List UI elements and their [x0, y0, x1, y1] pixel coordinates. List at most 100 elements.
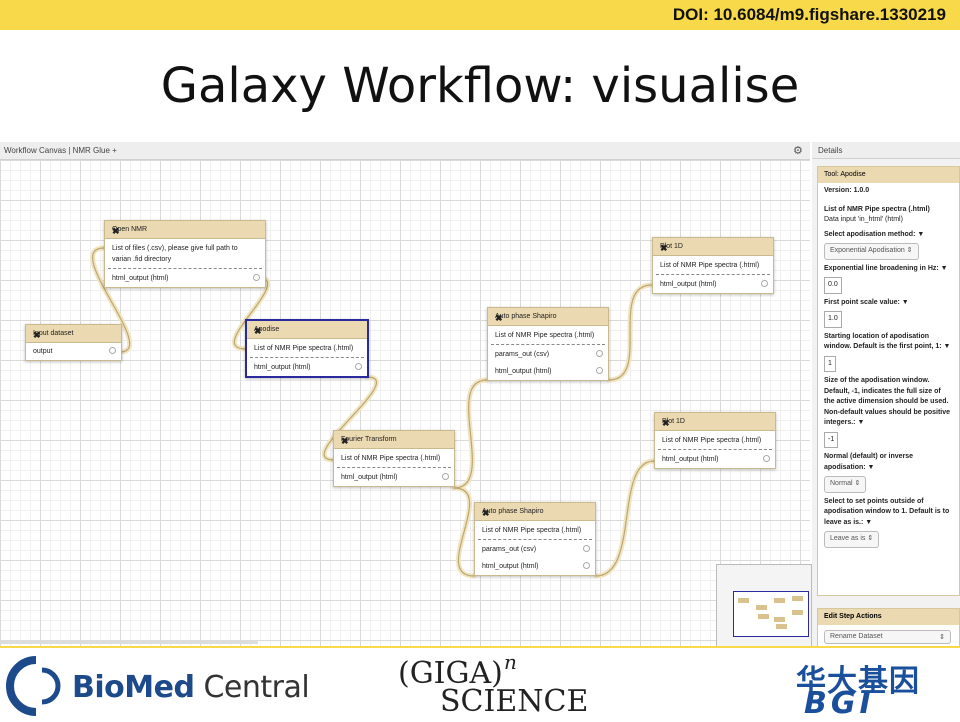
- outside-select[interactable]: Leave as is ⇕: [824, 531, 880, 548]
- rename-select[interactable]: Rename Dataset⇕: [824, 630, 951, 644]
- node-plot-1d-1[interactable]: Plot 1D✖ List of NMR Pipe spectra (.html…: [652, 237, 774, 294]
- close-icon[interactable]: ✖: [254, 326, 262, 336]
- close-icon[interactable]: ✖: [660, 243, 668, 253]
- doi-text: DOI: 10.6084/m9.figshare.1330219: [672, 5, 946, 24]
- overview-node: [738, 598, 749, 603]
- output-port-icon[interactable]: [761, 280, 768, 287]
- output-port-icon[interactable]: [763, 455, 770, 462]
- output-port-icon[interactable]: [596, 367, 603, 374]
- output-port-icon[interactable]: [442, 473, 449, 480]
- canvas-title[interactable]: Workflow Canvas | NMR Glue +: [4, 146, 117, 155]
- first-point-input[interactable]: 1.0: [824, 311, 842, 328]
- node-input-label: List of NMR Pipe spectra (.html): [482, 527, 582, 534]
- node-output[interactable]: html_output (html): [655, 451, 775, 468]
- details-header: Details: [812, 142, 960, 159]
- normal-select[interactable]: Normal ⇕: [824, 476, 867, 493]
- overview-node: [774, 598, 785, 603]
- node-input-label: List of NMR Pipe spectra (.html): [341, 455, 441, 462]
- input-desc: Data input 'in_html' (html): [824, 216, 903, 223]
- node-input-label: List of files (.csv), please give full p…: [112, 245, 238, 263]
- bgi-logo: 华大基因 BGI: [790, 656, 950, 721]
- overview-node: [774, 617, 785, 622]
- output-label: output: [33, 348, 53, 355]
- node-output[interactable]: params_out (csv): [475, 541, 595, 558]
- node-input-label: List of NMR Pipe spectra (.html): [254, 345, 354, 352]
- giga-top-text: (GIGA): [398, 656, 503, 691]
- node-output[interactable]: output: [26, 343, 121, 360]
- output-label: html_output (html): [495, 368, 552, 375]
- canvas-scrollbar[interactable]: [0, 640, 258, 644]
- close-icon[interactable]: ✖: [482, 508, 490, 518]
- overview-viewport[interactable]: [733, 591, 809, 637]
- node-title: Fourier Transform: [341, 436, 397, 443]
- close-icon[interactable]: ✖: [341, 436, 349, 446]
- start-label: Starting location of apodisation window.…: [824, 332, 951, 351]
- node-apodise[interactable]: Apodise✖ List of NMR Pipe spectra (.html…: [245, 319, 369, 378]
- size-input[interactable]: -1: [824, 431, 839, 448]
- node-output[interactable]: html_output (html): [488, 363, 608, 380]
- close-icon[interactable]: ✖: [495, 313, 503, 323]
- output-port-icon[interactable]: [253, 274, 260, 281]
- node-auto-phase-2[interactable]: Auto phase Shapiro✖ List of NMR Pipe spe…: [474, 502, 596, 576]
- output-label: html_output (html): [662, 456, 719, 463]
- node-open-nmr[interactable]: Open NMR✖ List of files (.csv), please g…: [104, 220, 266, 288]
- overview-node: [756, 605, 767, 610]
- node-title: Plot 1D: [662, 418, 685, 425]
- method-value: Exponential Apodisation: [830, 247, 905, 254]
- node-output[interactable]: html_output (html): [105, 270, 265, 287]
- tool-version: Version: 1.0.0: [824, 187, 870, 194]
- node-output[interactable]: html_output (html): [475, 558, 595, 575]
- output-port-icon[interactable]: [583, 562, 590, 569]
- divider: [658, 449, 772, 450]
- gigascience-logo: (GIGA) n SCIENCE: [398, 650, 598, 720]
- workflow-canvas-panel: Workflow Canvas | NMR Glue + ⚙ Open NMR✖…: [0, 142, 810, 646]
- tool-form: Tool: Apodise Version: 1.0.0 List of NMR…: [817, 166, 960, 596]
- details-panel: Details Tool: Apodise Version: 1.0.0 Lis…: [812, 142, 960, 646]
- canvas-overview[interactable]: [716, 564, 812, 648]
- rename-value: Rename Dataset: [830, 633, 883, 640]
- node-title: Open NMR: [112, 226, 148, 233]
- overview-node: [758, 614, 769, 619]
- gear-icon[interactable]: ⚙: [793, 145, 803, 157]
- first-point-label: First point scale value: ▼: [824, 298, 909, 306]
- outside-label: Select to set points outside of apodisat…: [824, 497, 950, 526]
- close-icon[interactable]: ✖: [112, 226, 120, 236]
- input-label: List of NMR Pipe spectra (.html): [824, 205, 930, 213]
- output-label: html_output (html): [341, 474, 398, 481]
- node-plot-1d-2[interactable]: Plot 1D✖ List of NMR Pipe spectra (.html…: [654, 412, 776, 469]
- output-port-icon[interactable]: [596, 350, 603, 357]
- node-input-dataset[interactable]: Input dataset✖ output: [25, 324, 122, 361]
- workflow-grid[interactable]: [0, 160, 810, 646]
- node-input-label: List of NMR Pipe spectra (.html): [495, 332, 595, 339]
- node-output[interactable]: html_output (html): [653, 276, 773, 293]
- divider: [478, 539, 592, 540]
- start-input[interactable]: 1: [824, 355, 836, 372]
- node-output[interactable]: html_output (html): [247, 359, 367, 376]
- output-port-icon[interactable]: [583, 545, 590, 552]
- close-icon[interactable]: ✖: [33, 330, 41, 340]
- node-title: Apodise: [254, 326, 280, 333]
- node-title: Input dataset: [33, 330, 74, 337]
- node-output[interactable]: params_out (csv): [488, 346, 608, 363]
- close-icon[interactable]: ✖: [662, 418, 670, 428]
- logo-band: [0, 646, 960, 722]
- output-label: params_out (csv): [495, 351, 550, 358]
- normal-label: Normal (default) or inverse apodisation:…: [824, 453, 914, 471]
- node-fourier-transform[interactable]: Fourier Transform✖ List of NMR Pipe spec…: [333, 430, 455, 487]
- tool-title: Tool: Apodise: [818, 167, 959, 183]
- broadening-label: Exponential line broadening in Hz: ▼: [824, 264, 948, 272]
- broadening-input[interactable]: 0.0: [824, 277, 842, 294]
- method-select[interactable]: Exponential Apodisation ⇕: [824, 243, 919, 260]
- divider: [337, 467, 451, 468]
- output-port-icon[interactable]: [355, 363, 362, 370]
- output-port-icon[interactable]: [109, 347, 116, 354]
- node-output[interactable]: html_output (html): [334, 469, 454, 486]
- node-input-label: List of NMR Pipe spectra (.html): [660, 262, 760, 269]
- node-title: Plot 1D: [660, 243, 683, 250]
- edit-step-actions: Edit Step Actions Rename Dataset⇕: [817, 608, 960, 646]
- output-label: html_output (html): [482, 563, 539, 570]
- divider: [656, 274, 770, 275]
- node-input-label: List of NMR Pipe spectra (.html): [662, 437, 762, 444]
- node-auto-phase-1[interactable]: Auto phase Shapiro✖ List of NMR Pipe spe…: [487, 307, 609, 381]
- edit-title: Edit Step Actions: [818, 609, 959, 625]
